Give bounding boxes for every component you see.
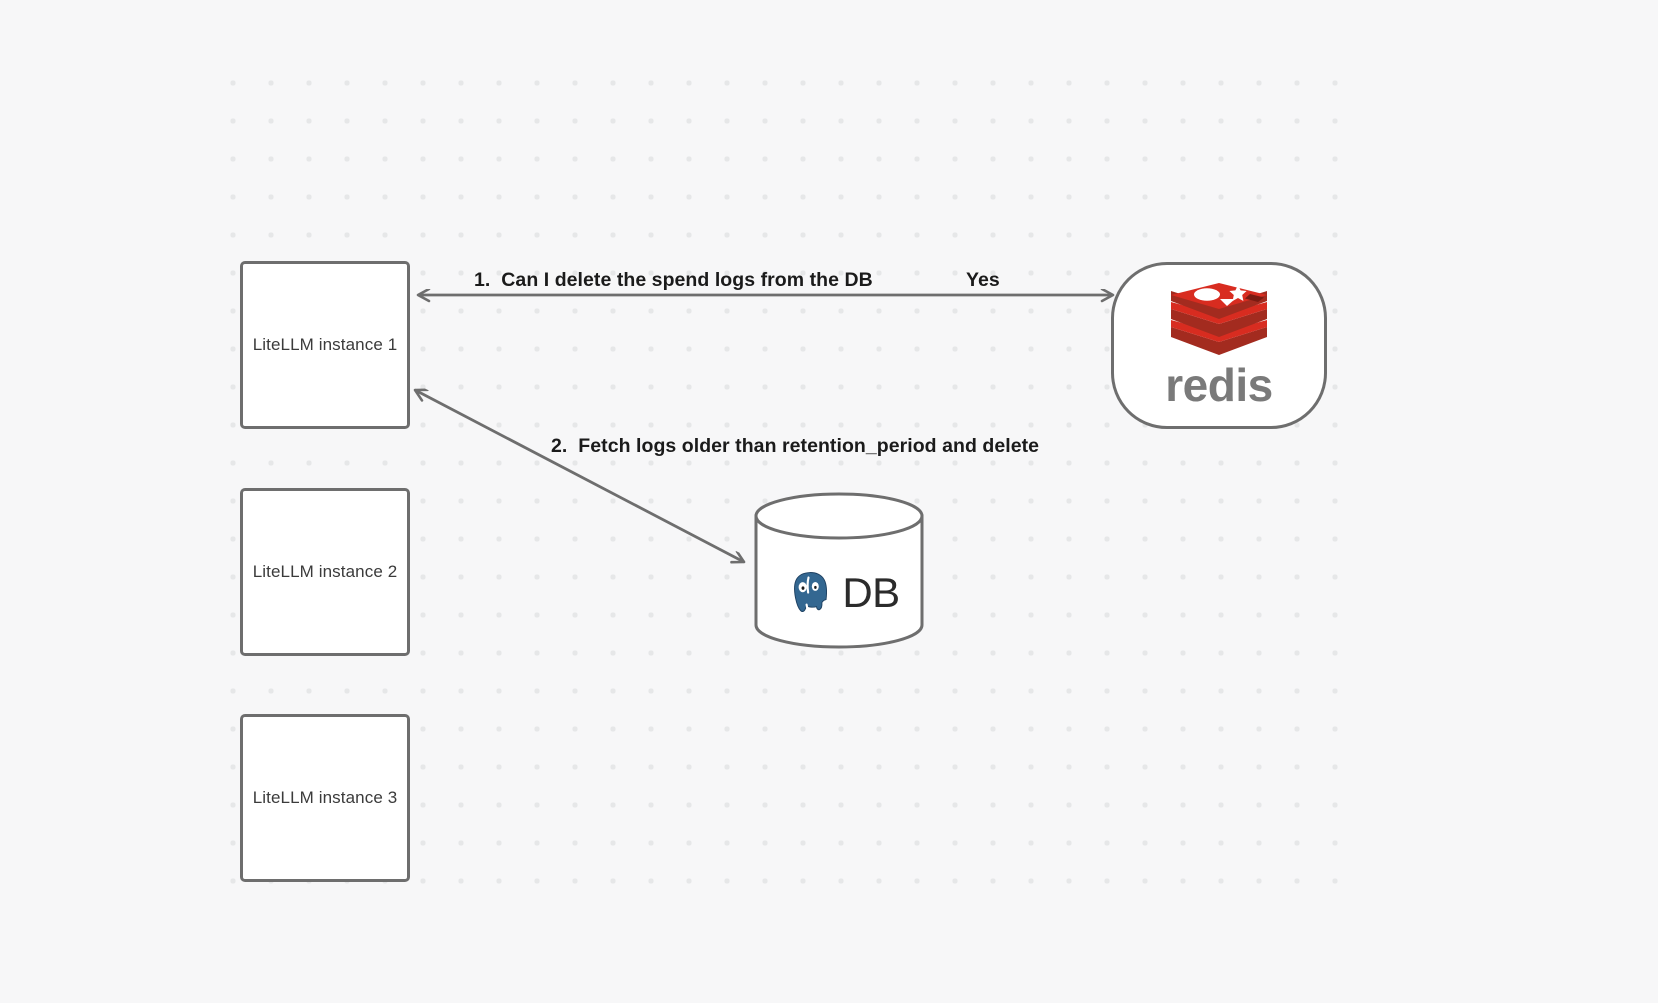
node-label: LiteLLM instance 2 bbox=[252, 561, 398, 581]
node-litellm-instance-3[interactable]: LiteLLM instance 3 bbox=[240, 714, 410, 882]
redis-logo: redis bbox=[1165, 280, 1273, 412]
database-logo-row: DB bbox=[753, 514, 925, 671]
database-label: DB bbox=[842, 568, 900, 616]
node-litellm-instance-2[interactable]: LiteLLM instance 2 bbox=[240, 488, 410, 656]
node-label: LiteLLM instance 3 bbox=[252, 787, 398, 807]
node-database[interactable]: DB bbox=[753, 492, 925, 649]
node-litellm-instance-1[interactable]: LiteLLM instance 1 bbox=[240, 261, 410, 429]
node-redis[interactable]: redis bbox=[1111, 262, 1327, 429]
node-label: LiteLLM instance 1 bbox=[252, 334, 398, 354]
postgresql-elephant-icon bbox=[789, 568, 831, 618]
edge-step-2[interactable] bbox=[415, 390, 744, 562]
edge-label-step-2: 2. Fetch logs older than retention_perio… bbox=[551, 435, 1040, 457]
edge-label-step-1: 1. Can I delete the spend logs from the … bbox=[474, 269, 873, 291]
redis-stack-icon bbox=[1171, 283, 1267, 356]
redis-wordmark: redis bbox=[1165, 359, 1273, 412]
edge-label-yes: Yes bbox=[966, 269, 1000, 291]
